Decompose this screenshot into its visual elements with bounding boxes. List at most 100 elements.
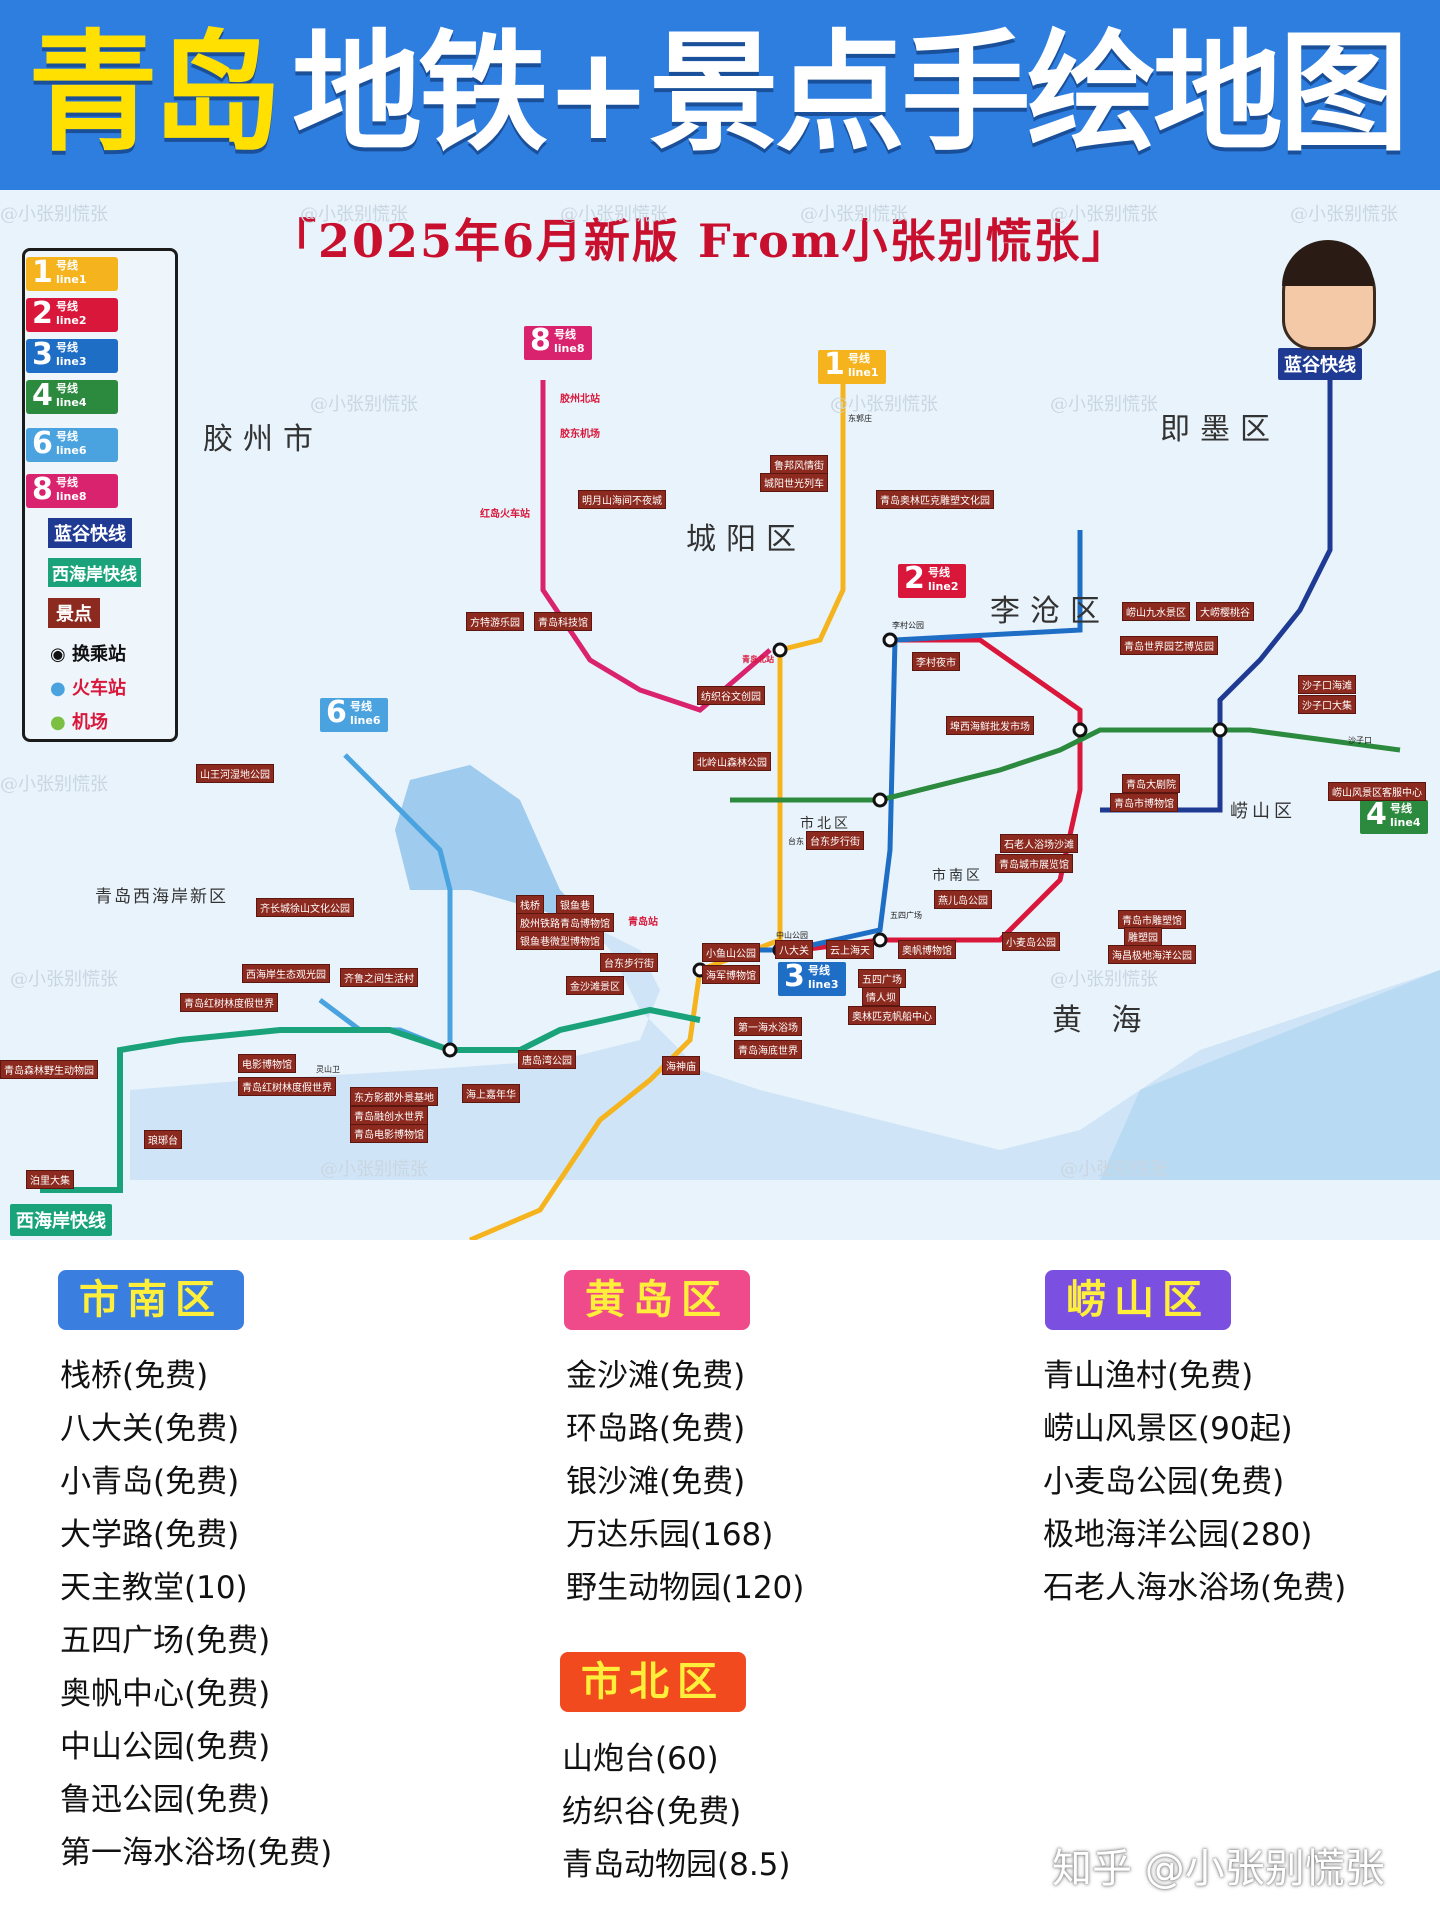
poi-label: 台东步行街 <box>600 953 658 972</box>
list-item: 山炮台(60) <box>562 1741 719 1777</box>
list-item: 石老人海水浴场(免费) <box>1043 1570 1347 1606</box>
watermark: @小张别慌张 <box>1050 394 1158 415</box>
poi-label: 纺织谷文创园 <box>697 686 765 705</box>
watermark: @小张别慌张 <box>830 394 938 415</box>
poi-label: 金沙滩景区 <box>566 976 624 995</box>
station-dongguo: 东郭庄 <box>848 414 872 423</box>
poi-label: 山王河湿地公园 <box>196 764 274 783</box>
poi-label: 明月山海间不夜城 <box>578 490 666 509</box>
poi-label: 青岛融创水世界 <box>350 1106 428 1125</box>
poi-label: 北岭山森林公园 <box>693 752 771 771</box>
legend-airport: ● 机场 <box>50 712 108 733</box>
poi-label: 埠西海鲜批发市场 <box>946 716 1034 735</box>
transfer-station <box>882 632 898 648</box>
title-highlight: 青岛 <box>28 17 282 169</box>
poi-label: 鲁邦风情街 <box>770 455 828 474</box>
poi-label: 海上嘉年华 <box>462 1084 520 1103</box>
station-jiaozhou-north: 胶州北站 <box>560 394 600 405</box>
list-item: 万达乐园(168) <box>566 1517 774 1553</box>
station-hongdao: 红岛火车站 <box>480 509 530 520</box>
poi-label: 沙子口海滩 <box>1298 675 1356 694</box>
poi-label: 琅琊台 <box>144 1130 182 1149</box>
poi-label: 海军博物馆 <box>702 965 760 984</box>
list-item: 崂山风景区(90起) <box>1043 1411 1293 1447</box>
list-item: 奥帆中心(免费) <box>60 1676 271 1712</box>
poi-label: 东方影都外景基地 <box>350 1087 438 1106</box>
poi-label: 青岛世界园艺博览园 <box>1120 636 1218 655</box>
watermark: @小张别慌张 <box>310 394 418 415</box>
section-title-huangdao: 黄岛区 <box>564 1270 750 1330</box>
poi-label: 石老人浴场沙滩 <box>1000 834 1078 853</box>
poi-label: 大崂樱桃谷 <box>1196 602 1254 621</box>
transfer-station <box>442 1042 458 1058</box>
poi-label: 奥林匹克帆船中心 <box>848 1006 936 1025</box>
list-item: 青岛动物园(8.5) <box>562 1847 791 1883</box>
poi-label: 银鱼巷 <box>556 895 594 914</box>
poi-label: 栈桥 <box>516 895 544 914</box>
list-item: 极地海洋公园(280) <box>1043 1517 1313 1553</box>
list-item: 青山渔村(免费) <box>1043 1358 1254 1394</box>
station-jiaodong-airport: 胶东机场 <box>560 429 600 440</box>
section-title-laoshan: 崂山区 <box>1045 1270 1231 1330</box>
airport-icon: ● <box>50 712 66 733</box>
district-shibei: 市北区 <box>800 816 851 832</box>
district-jimo: 即墨区 <box>1160 412 1280 447</box>
poi-label: 城阳世光列车 <box>760 473 828 492</box>
poi-label: 青岛科技馆 <box>534 612 592 631</box>
station-zhongshan: 中山公园 <box>776 931 808 940</box>
station-taidong: 台东 <box>788 837 804 846</box>
district-shinan: 市南区 <box>932 868 983 884</box>
list-item: 第一海水浴场(免费) <box>60 1835 333 1871</box>
list-item: 鲁迅公园(免费) <box>60 1782 271 1818</box>
station-qingdao-north: 青岛北站 <box>742 655 774 664</box>
poi-label: 青岛电影博物馆 <box>350 1124 428 1143</box>
poi-label: 方特游乐园 <box>466 612 524 631</box>
poi-label: 雕塑园 <box>1124 927 1162 946</box>
watermark: @小张别慌张 <box>300 204 408 225</box>
transfer-station <box>1072 722 1088 738</box>
jiaozhou-bay <box>395 765 600 930</box>
poi-label: 青岛海底世界 <box>734 1040 802 1059</box>
footer-credit: 知乎 @小张别慌张 <box>1052 1846 1385 1892</box>
list-item: 大学路(免费) <box>60 1517 240 1553</box>
watermark: @小张别慌张 <box>10 969 118 990</box>
legend-transfer: ◉ 换乘站 <box>50 644 126 665</box>
poi-label: 青岛市博物馆 <box>1110 793 1178 812</box>
district-jiaozhou: 胶州市 <box>203 422 323 457</box>
list-item: 纺织谷(免费) <box>562 1794 742 1830</box>
yellow-sea <box>1100 970 1440 1180</box>
district-laoshan: 崂山区 <box>1230 801 1296 822</box>
poi-label: 胶州铁路青岛博物馆 <box>516 913 614 932</box>
list-item: 小麦岛公园(免费) <box>1043 1464 1285 1500</box>
poi-label: 沙子口大集 <box>1298 695 1356 714</box>
station-shazikou: 沙子口 <box>1348 736 1372 745</box>
watermark: @小张别慌张 <box>320 1159 428 1180</box>
poi-label: 青岛红树林度假世界 <box>238 1077 336 1096</box>
district-xihaian: 青岛西海岸新区 <box>95 887 228 907</box>
poi-label: 泊里大集 <box>26 1170 74 1189</box>
poi-label: 青岛城市展览馆 <box>995 854 1073 873</box>
poi-label: 崂山风景区客服中心 <box>1328 782 1426 801</box>
transfer-station <box>872 932 888 948</box>
watermark: @小张别慌张 <box>0 774 108 795</box>
list-item: 银沙滩(免费) <box>566 1464 746 1500</box>
watermark: @小张别慌张 <box>1290 204 1398 225</box>
poi-label: 齐鲁之间生活村 <box>340 968 418 987</box>
watermark: @小张别慌张 <box>1050 969 1158 990</box>
poi-label: 云上海天 <box>826 940 874 959</box>
poi-label: 青岛森林野生动物园 <box>0 1060 98 1079</box>
poi-label: 奥帆博物馆 <box>898 940 956 959</box>
watermark: @小张别慌张 <box>800 204 908 225</box>
title-main: 地铁+景点手绘地图 <box>292 17 1409 169</box>
watermark: @小张别慌张 <box>1050 204 1158 225</box>
poi-label: 崂山九水景区 <box>1122 602 1190 621</box>
badge-xihaian: 西海岸快线 <box>10 1204 112 1236</box>
poi-label: 小鱼山公园 <box>702 943 760 962</box>
